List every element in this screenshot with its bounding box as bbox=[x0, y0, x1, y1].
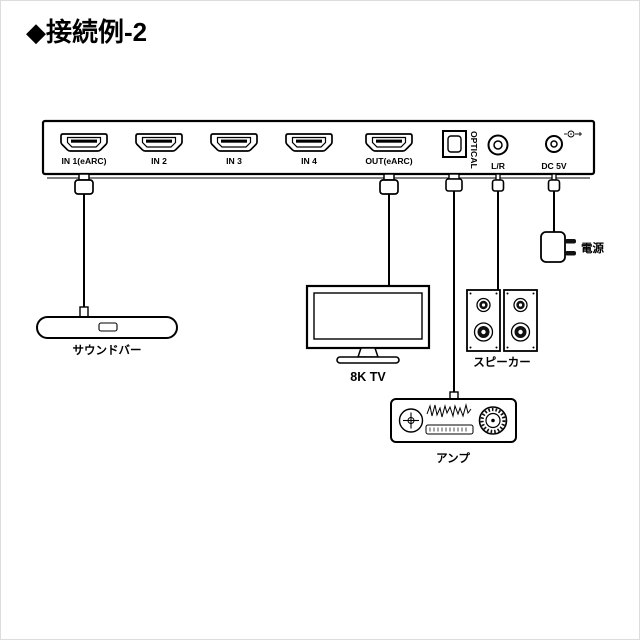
port-label-lr: L/R bbox=[491, 161, 506, 171]
hdmi-in2-port-icon bbox=[135, 133, 183, 152]
speaker-left bbox=[466, 289, 501, 352]
hdmi-in4-port-icon bbox=[285, 133, 333, 152]
port-label-out: OUT(eARC) bbox=[365, 156, 412, 166]
speakers: スピーカー bbox=[466, 289, 538, 369]
power-adapter: 電源 bbox=[540, 231, 604, 263]
speakers-label: スピーカー bbox=[473, 356, 531, 369]
amp-connector bbox=[449, 391, 459, 400]
dc-plug-icon bbox=[547, 173, 561, 192]
tv-label: 8K TV bbox=[350, 370, 386, 384]
tv-stand-base bbox=[336, 356, 400, 364]
hdmi-plug-in1-icon bbox=[74, 173, 94, 195]
amp-slider-icon bbox=[425, 424, 474, 435]
tv-stand-neck bbox=[356, 347, 380, 358]
speaker-right bbox=[503, 289, 538, 352]
adapter-prong-bottom bbox=[565, 251, 576, 256]
hdmi-in1-port-icon bbox=[60, 133, 108, 152]
amp-knob-icon bbox=[478, 406, 508, 435]
port-label-in3: IN 3 bbox=[226, 156, 242, 166]
page-title: ◆接続例-2 bbox=[26, 17, 147, 47]
polarity-icon bbox=[564, 130, 582, 138]
hdmi-plug-out-icon bbox=[379, 173, 399, 195]
port-label-in2: IN 2 bbox=[151, 156, 167, 166]
soundbar-label: サウンドバー bbox=[73, 344, 142, 357]
soundbar-detail bbox=[98, 322, 118, 332]
optical-plug-icon bbox=[445, 173, 463, 192]
port-label-in1: IN 1(eARC) bbox=[62, 156, 107, 166]
hdmi-in3-port-icon bbox=[210, 133, 258, 152]
port-label-in4: IN 4 bbox=[301, 156, 317, 166]
power-label: 電源 bbox=[581, 241, 604, 255]
amplifier-label: アンプ bbox=[436, 451, 470, 465]
amp-waveform-icon bbox=[426, 403, 472, 418]
amp-dpad-icon bbox=[398, 408, 424, 433]
switcher-panel: IN 1(eARC) IN 2 IN 3 IN 4 OUT(eARC) OPTI… bbox=[41, 119, 596, 179]
tv-screen bbox=[313, 292, 423, 340]
lr-plug-icon bbox=[491, 173, 505, 192]
soundbar: サウンドバー bbox=[36, 316, 178, 357]
soundbar-connector bbox=[79, 306, 89, 318]
cables bbox=[74, 173, 561, 400]
port-label-dc: DC 5V bbox=[541, 161, 567, 171]
hdmi-out-port-icon bbox=[365, 133, 413, 152]
adapter-body bbox=[540, 231, 566, 263]
amplifier: アンプ bbox=[390, 398, 517, 465]
dc-jack-icon bbox=[545, 135, 563, 153]
lr-jack-icon bbox=[487, 134, 509, 156]
adapter-prong-top bbox=[565, 239, 576, 244]
optical-port-icon bbox=[442, 130, 467, 158]
port-label-optical: OPTICAL bbox=[469, 131, 479, 169]
tv: 8K TV bbox=[305, 284, 431, 384]
